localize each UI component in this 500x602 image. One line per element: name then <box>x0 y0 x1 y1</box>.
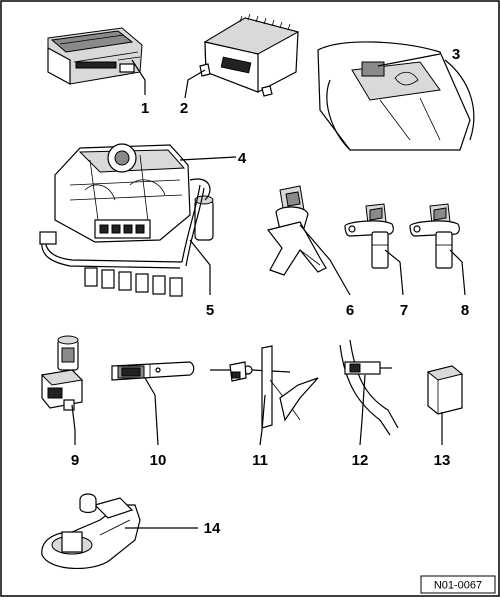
part-9-switch <box>40 335 84 411</box>
leader-line-10 <box>144 377 159 446</box>
callout-2: 2 <box>180 100 188 117</box>
callout-6: 6 <box>346 302 354 319</box>
leader-line-1 <box>131 59 146 95</box>
callout-7: 7 <box>400 302 408 319</box>
part-5-wiring-harness <box>39 184 205 297</box>
part-8-speed-sensor <box>409 203 460 269</box>
reference-code-box <box>420 575 496 594</box>
reference-code: N01-0067 <box>434 580 482 592</box>
leader-line-4 <box>179 156 237 161</box>
leader-line-11 <box>259 394 266 446</box>
callout-5: 5 <box>206 302 214 319</box>
callout-12: 12 <box>352 452 369 469</box>
callout-13: 13 <box>434 452 451 469</box>
part-13-relay <box>426 365 464 415</box>
part-4-valve-body <box>54 143 214 243</box>
callout-8: 8 <box>461 302 469 319</box>
part-12-pressure-switch <box>339 339 399 436</box>
leader-line-2 <box>184 69 206 99</box>
callout-9: 9 <box>71 452 79 469</box>
leader-line-8 <box>449 249 466 296</box>
part-14-actuator-housing <box>41 493 141 569</box>
callout-4: 4 <box>238 150 247 167</box>
leader-line-7 <box>384 249 404 296</box>
part-1-control-module <box>47 27 143 86</box>
part-7-speed-sensor <box>344 203 394 269</box>
callout-1: 1 <box>141 100 149 117</box>
part-11-temperature-sender <box>210 345 319 429</box>
leader-line-3 <box>377 53 441 67</box>
callout-14: 14 <box>204 520 221 537</box>
callout-10: 10 <box>150 452 167 469</box>
leader-line-5 <box>189 239 211 295</box>
callout-3: 3 <box>452 46 460 63</box>
part-10-lever-sensor <box>111 361 195 381</box>
leader-line-12 <box>359 374 366 446</box>
leader-line-6 <box>299 224 351 296</box>
part-2-control-box <box>199 13 300 97</box>
part-6-sensor-bracket <box>266 185 327 276</box>
leader-line-9 <box>71 404 76 445</box>
callout-11: 11 <box>252 452 268 469</box>
part-3-installation-view <box>317 41 475 151</box>
